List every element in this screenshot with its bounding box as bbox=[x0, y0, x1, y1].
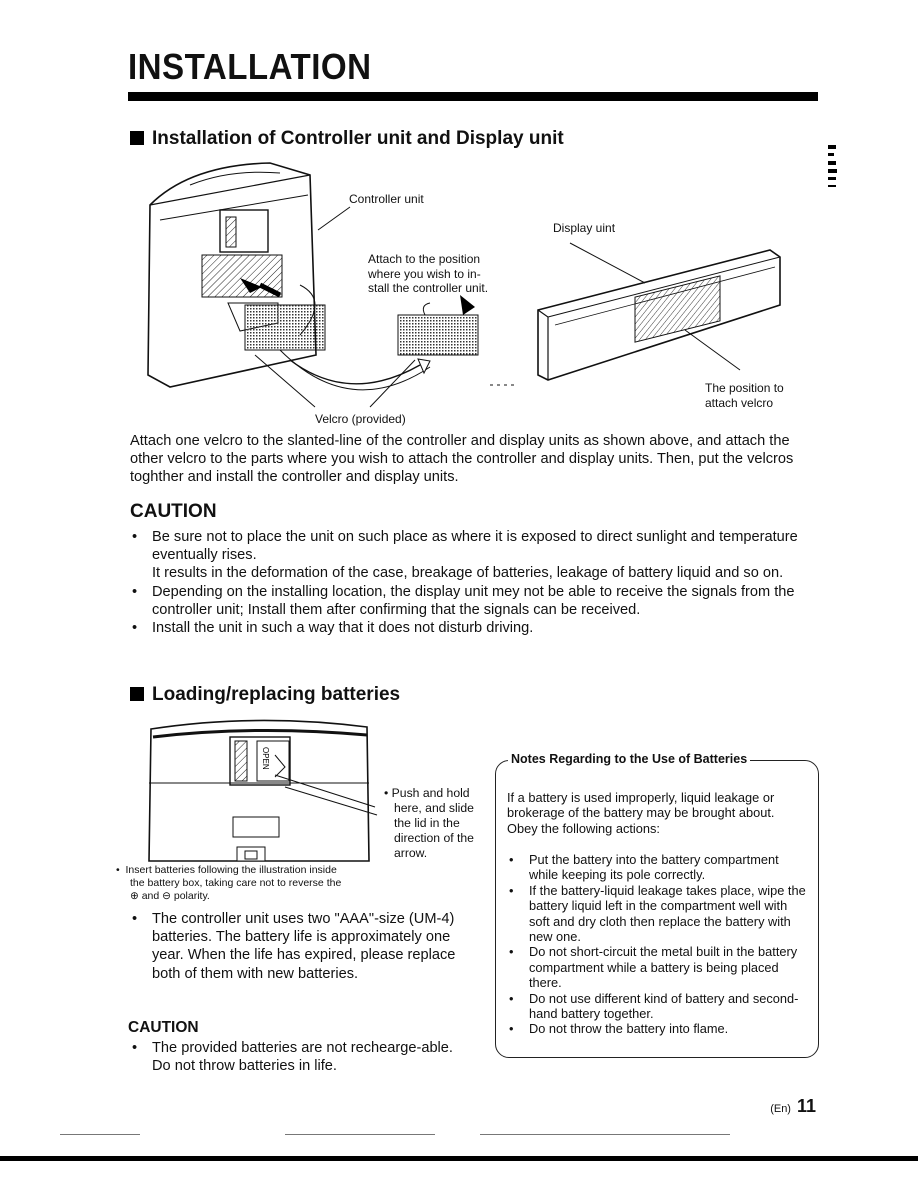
footer-line bbox=[60, 1134, 140, 1135]
list-item: The provided batteries are not rechearge… bbox=[130, 1039, 465, 1075]
section-heading-installation: Installation of Controller unit and Disp… bbox=[130, 128, 564, 150]
installation-illustration bbox=[147, 162, 781, 408]
list-item: Be sure not to place the unit on such pl… bbox=[130, 528, 820, 583]
list-item: Do not throw the battery into flame. bbox=[507, 1021, 807, 1037]
list-item: Install the unit in such a way that it d… bbox=[130, 619, 820, 637]
push-label: • Push and hold here, and slide the lid … bbox=[384, 786, 474, 860]
footer-line bbox=[285, 1134, 435, 1135]
notes-list: Put the battery into the battery compart… bbox=[507, 852, 807, 1037]
insert-note: • Insert batteries following the illustr… bbox=[116, 864, 342, 902]
svg-text:OPEN: OPEN bbox=[261, 747, 270, 770]
section-heading-batteries: Loading/replacing batteries bbox=[130, 684, 400, 706]
list-item: Do not use different kind of battery and… bbox=[507, 991, 807, 1022]
notes-title: Notes Regarding to the Use of Batteries bbox=[508, 752, 751, 766]
list-item: Depending on the installing location, th… bbox=[130, 583, 820, 619]
battery-illustration: OPEN bbox=[148, 719, 378, 862]
page-number: (En)11 bbox=[770, 1096, 816, 1116]
list-item: Do not short-circuit the metal built in … bbox=[507, 944, 807, 990]
display-unit-label: Display uint bbox=[553, 221, 616, 235]
controller-unit-label: Controller unit bbox=[349, 192, 424, 206]
caution-list: Be sure not to place the unit on such pl… bbox=[130, 528, 820, 637]
caution-heading: CAUTION bbox=[130, 501, 217, 522]
title-rule bbox=[128, 92, 818, 101]
velcro-label: Velcro (provided) bbox=[315, 412, 406, 426]
bottom-rule bbox=[0, 1156, 918, 1161]
list-item: If the battery-liquid leakage takes plac… bbox=[507, 883, 807, 945]
caution-heading-2: CAUTION bbox=[128, 1019, 199, 1036]
list-item: Put the battery into the battery compart… bbox=[507, 852, 807, 883]
caution-list-2: The provided batteries are not rechearge… bbox=[130, 1039, 465, 1075]
notes-intro: If a battery is used improperly, liquid … bbox=[507, 790, 775, 836]
page-title: INSTALLATION bbox=[128, 46, 372, 87]
installation-paragraph: Attach one velcro to the slanted-line of… bbox=[130, 433, 794, 486]
footer-line bbox=[480, 1134, 730, 1135]
edge-mark-icon bbox=[828, 145, 837, 187]
battery-list: The controller unit uses two "AAA"-size … bbox=[130, 910, 475, 983]
list-item: The controller unit uses two "AAA"-size … bbox=[130, 910, 475, 983]
